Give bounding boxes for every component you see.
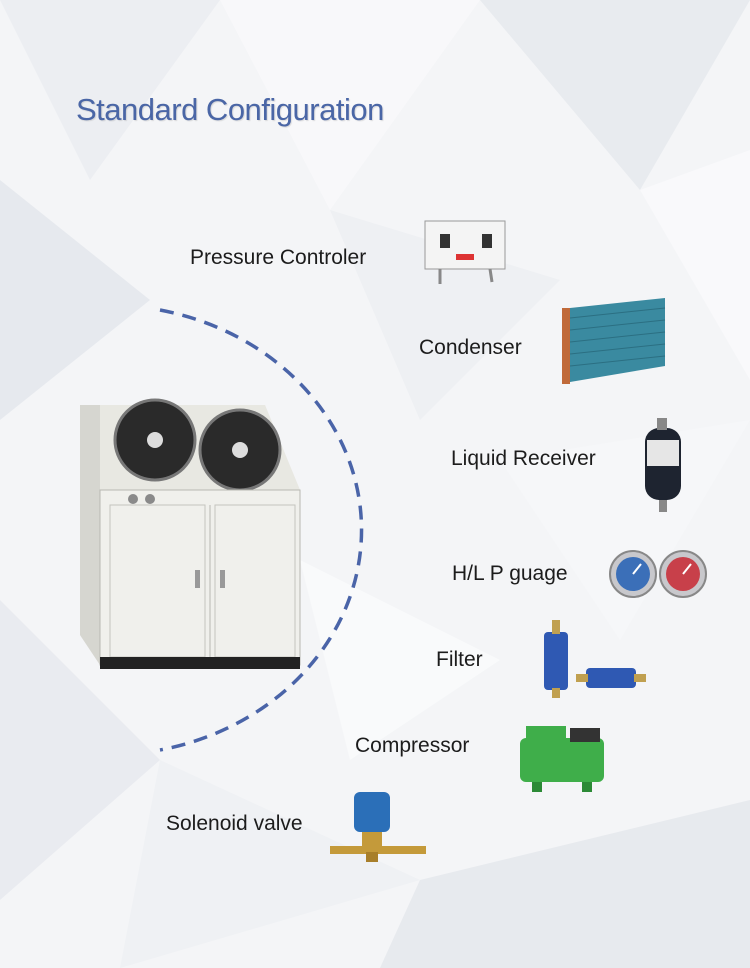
- label-filter: Filter: [436, 648, 483, 671]
- pressure-gauges-image: [609, 550, 707, 598]
- condensing-unit-image: [80, 398, 301, 669]
- label-condenser: Condenser: [419, 336, 522, 359]
- label-gauges: H/L P guage: [452, 562, 568, 585]
- label-compressor: Compressor: [355, 734, 470, 757]
- page-title: Standard Configuration: [76, 92, 384, 127]
- pressure-controller-image: [424, 220, 506, 284]
- compressor-image: [520, 726, 604, 792]
- label-liquid-receiver: Liquid Receiver: [451, 447, 596, 470]
- filter-drier-image: [544, 620, 646, 698]
- condenser-coil-image: [562, 298, 666, 384]
- solenoid-valve-image: [330, 792, 426, 862]
- label-pressure-controller: Pressure Controler: [190, 246, 367, 269]
- label-solenoid-valve: Solenoid valve: [166, 812, 303, 835]
- liquid-receiver-image: [645, 418, 681, 512]
